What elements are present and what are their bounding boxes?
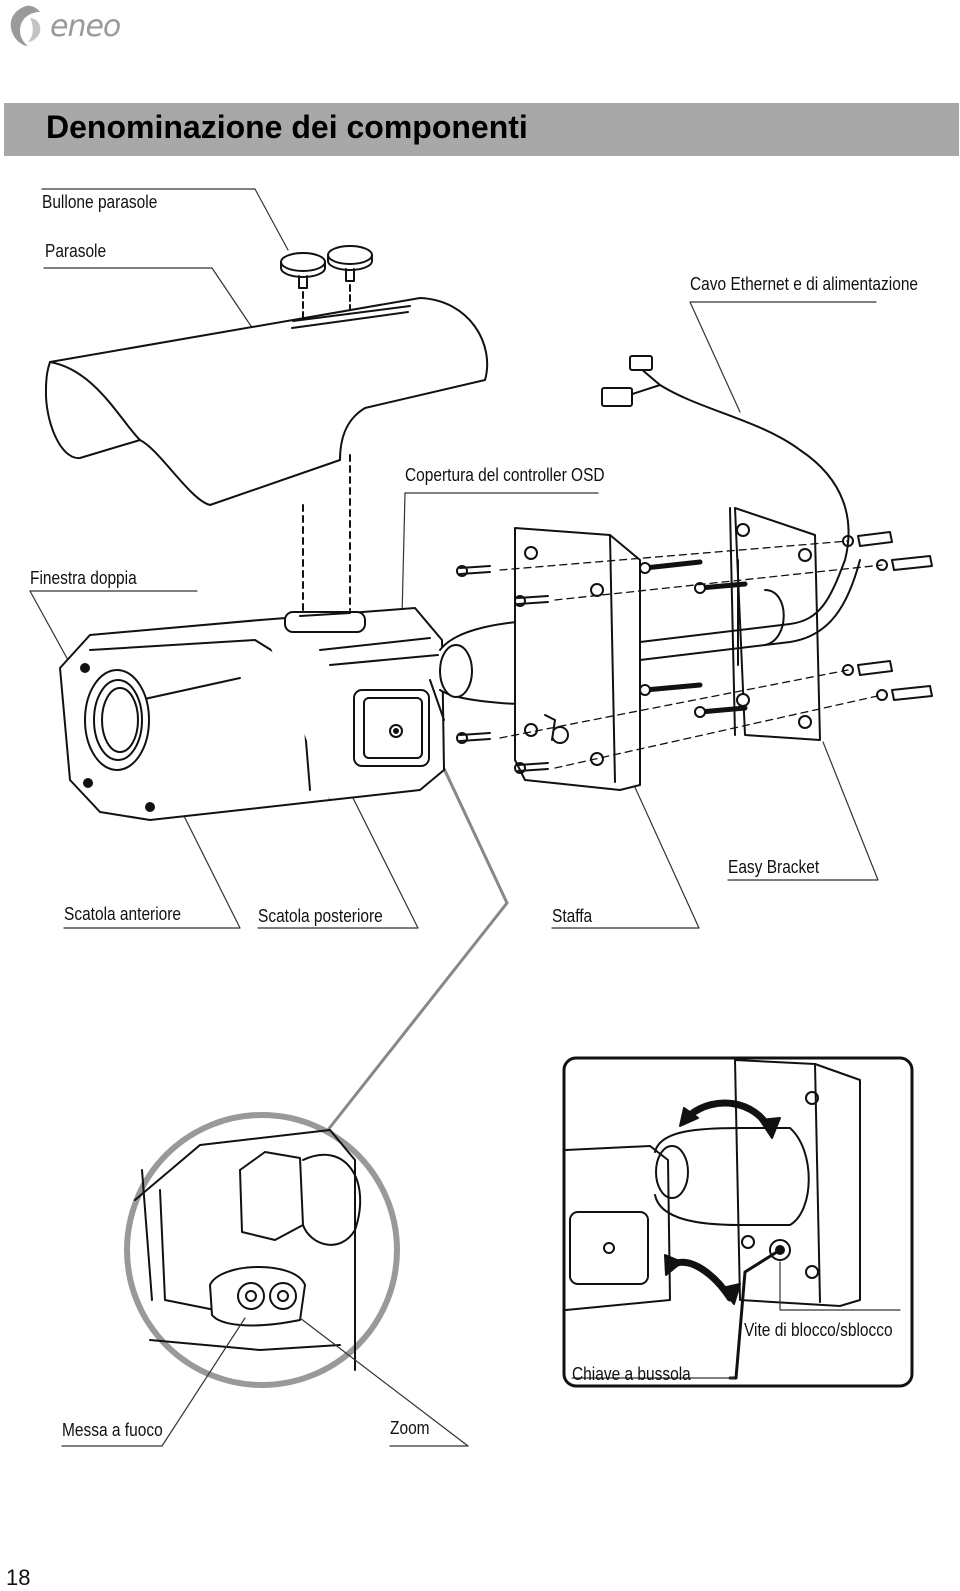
sunshield <box>44 297 489 506</box>
label-double-window: Finestra doppia <box>30 568 137 588</box>
label-ethernet-power-cable: Cavo Ethernet e di alimentazione <box>690 274 919 294</box>
logo-wordmark: eneo <box>50 8 121 44</box>
wall-anchors <box>842 531 933 701</box>
sunshield-bolts <box>280 245 373 289</box>
focus-zoom-detail <box>124 1112 400 1388</box>
page-number: 18 <box>6 1565 31 1590</box>
label-osd-cover: Copertura del controller OSD <box>405 465 605 485</box>
camera-body <box>59 607 581 821</box>
ethernet-power-cable <box>601 355 861 661</box>
bracket <box>514 527 641 791</box>
label-socket-wrench: Chiave a bussola <box>572 1364 691 1384</box>
wall-screws <box>639 559 748 718</box>
bracket-screws <box>456 565 549 774</box>
label-zoom: Zoom <box>390 1418 430 1438</box>
label-bracket: Staffa <box>552 906 593 926</box>
label-focus: Messa a fuoco <box>62 1420 163 1440</box>
label-sunshield: Parasole <box>45 241 107 261</box>
eneo-logo: eneo <box>6 4 121 48</box>
label-lock-screw: Vite di blocco/sblocco <box>744 1320 893 1340</box>
lock-screw-detail <box>562 1056 914 1388</box>
easy-bracket <box>729 507 821 741</box>
label-rear-box: Scatola posteriore <box>258 906 383 926</box>
page-title: Denominazione dei componenti <box>46 109 528 145</box>
label-sunshield-bolt: Bullone parasole <box>42 192 158 212</box>
leader-lines <box>29 188 879 1142</box>
label-easy-bracket: Easy Bracket <box>728 857 820 877</box>
eneo-logo-icon <box>10 5 41 46</box>
section-header: Denominazione dei componenti <box>4 103 959 156</box>
label-front-box: Scatola anteriore <box>64 904 182 924</box>
